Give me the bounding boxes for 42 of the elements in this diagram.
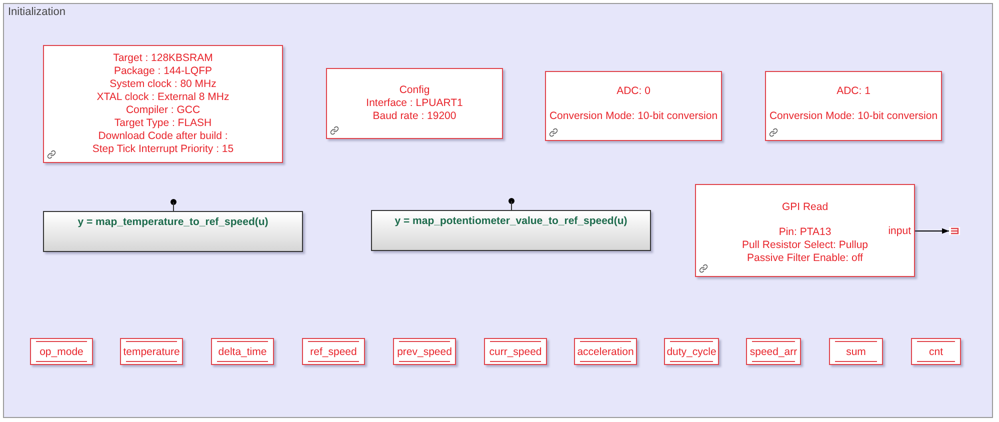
- config-text: Step Tick Interrupt Priority : 15: [92, 143, 234, 156]
- config-text: XTAL clock : External 8 MHz: [96, 91, 230, 104]
- config-text: Config: [399, 84, 430, 97]
- config-text: Baud rate : 19200: [372, 110, 456, 123]
- config-text: Package : 144-LQFP: [114, 65, 212, 78]
- gpio-block: [695, 184, 915, 277]
- config-text: Pin: PTA13: [778, 226, 832, 239]
- signal-arrow: [914, 228, 950, 234]
- config-text: Download Code after build :: [98, 130, 228, 143]
- config-text: Target : 128KBSRAM: [113, 52, 213, 65]
- config-text: ADC: 1: [836, 85, 870, 98]
- config-text: Compiler : GCC: [126, 104, 200, 117]
- terminator-symbol: [949, 227, 960, 235]
- config-text: Interface : LPUART1: [366, 97, 463, 110]
- data-store-block: acceleration: [574, 338, 637, 365]
- block-title: GPI Read: [782, 201, 828, 214]
- config-text: System clock : 80 MHz: [110, 78, 216, 91]
- subsystem-title: Initialization: [8, 6, 66, 18]
- config-text: Target Type : FLASH: [114, 117, 212, 130]
- config-text: Pull Resistor Select: Pullup: [742, 239, 868, 252]
- data-store-block: cnt: [911, 338, 961, 365]
- function-expression: y = map_potentiometer_value_to_ref_speed(u): [394, 215, 628, 228]
- data-store-block: sum: [829, 338, 883, 365]
- config-block: [545, 71, 722, 141]
- data-store-block: delta_time: [211, 338, 274, 365]
- config-block: [765, 71, 942, 141]
- data-store-block: temperature: [120, 338, 183, 365]
- data-store-block: speed_arr: [746, 338, 801, 365]
- data-store-block: duty_cycle: [664, 338, 719, 365]
- data-store-block: op_mode: [30, 338, 93, 365]
- config-text: Passive Filter Enable: off: [747, 252, 863, 265]
- port-label: input: [888, 225, 911, 238]
- subsystem-area: [3, 3, 993, 418]
- data-store-block: curr_speed: [484, 338, 547, 365]
- data-store-block: ref_speed: [302, 338, 365, 365]
- config-block: [326, 68, 503, 139]
- function-expression: y = map_temperature_to_ref_speed(u): [78, 216, 268, 229]
- config-text: Conversion Mode: 10-bit conversion: [769, 110, 938, 123]
- config-block: [43, 45, 283, 163]
- config-text: ADC: 0: [616, 85, 650, 98]
- data-store-block: prev_speed: [393, 338, 456, 365]
- config-text: Conversion Mode: 10-bit conversion: [549, 110, 718, 123]
